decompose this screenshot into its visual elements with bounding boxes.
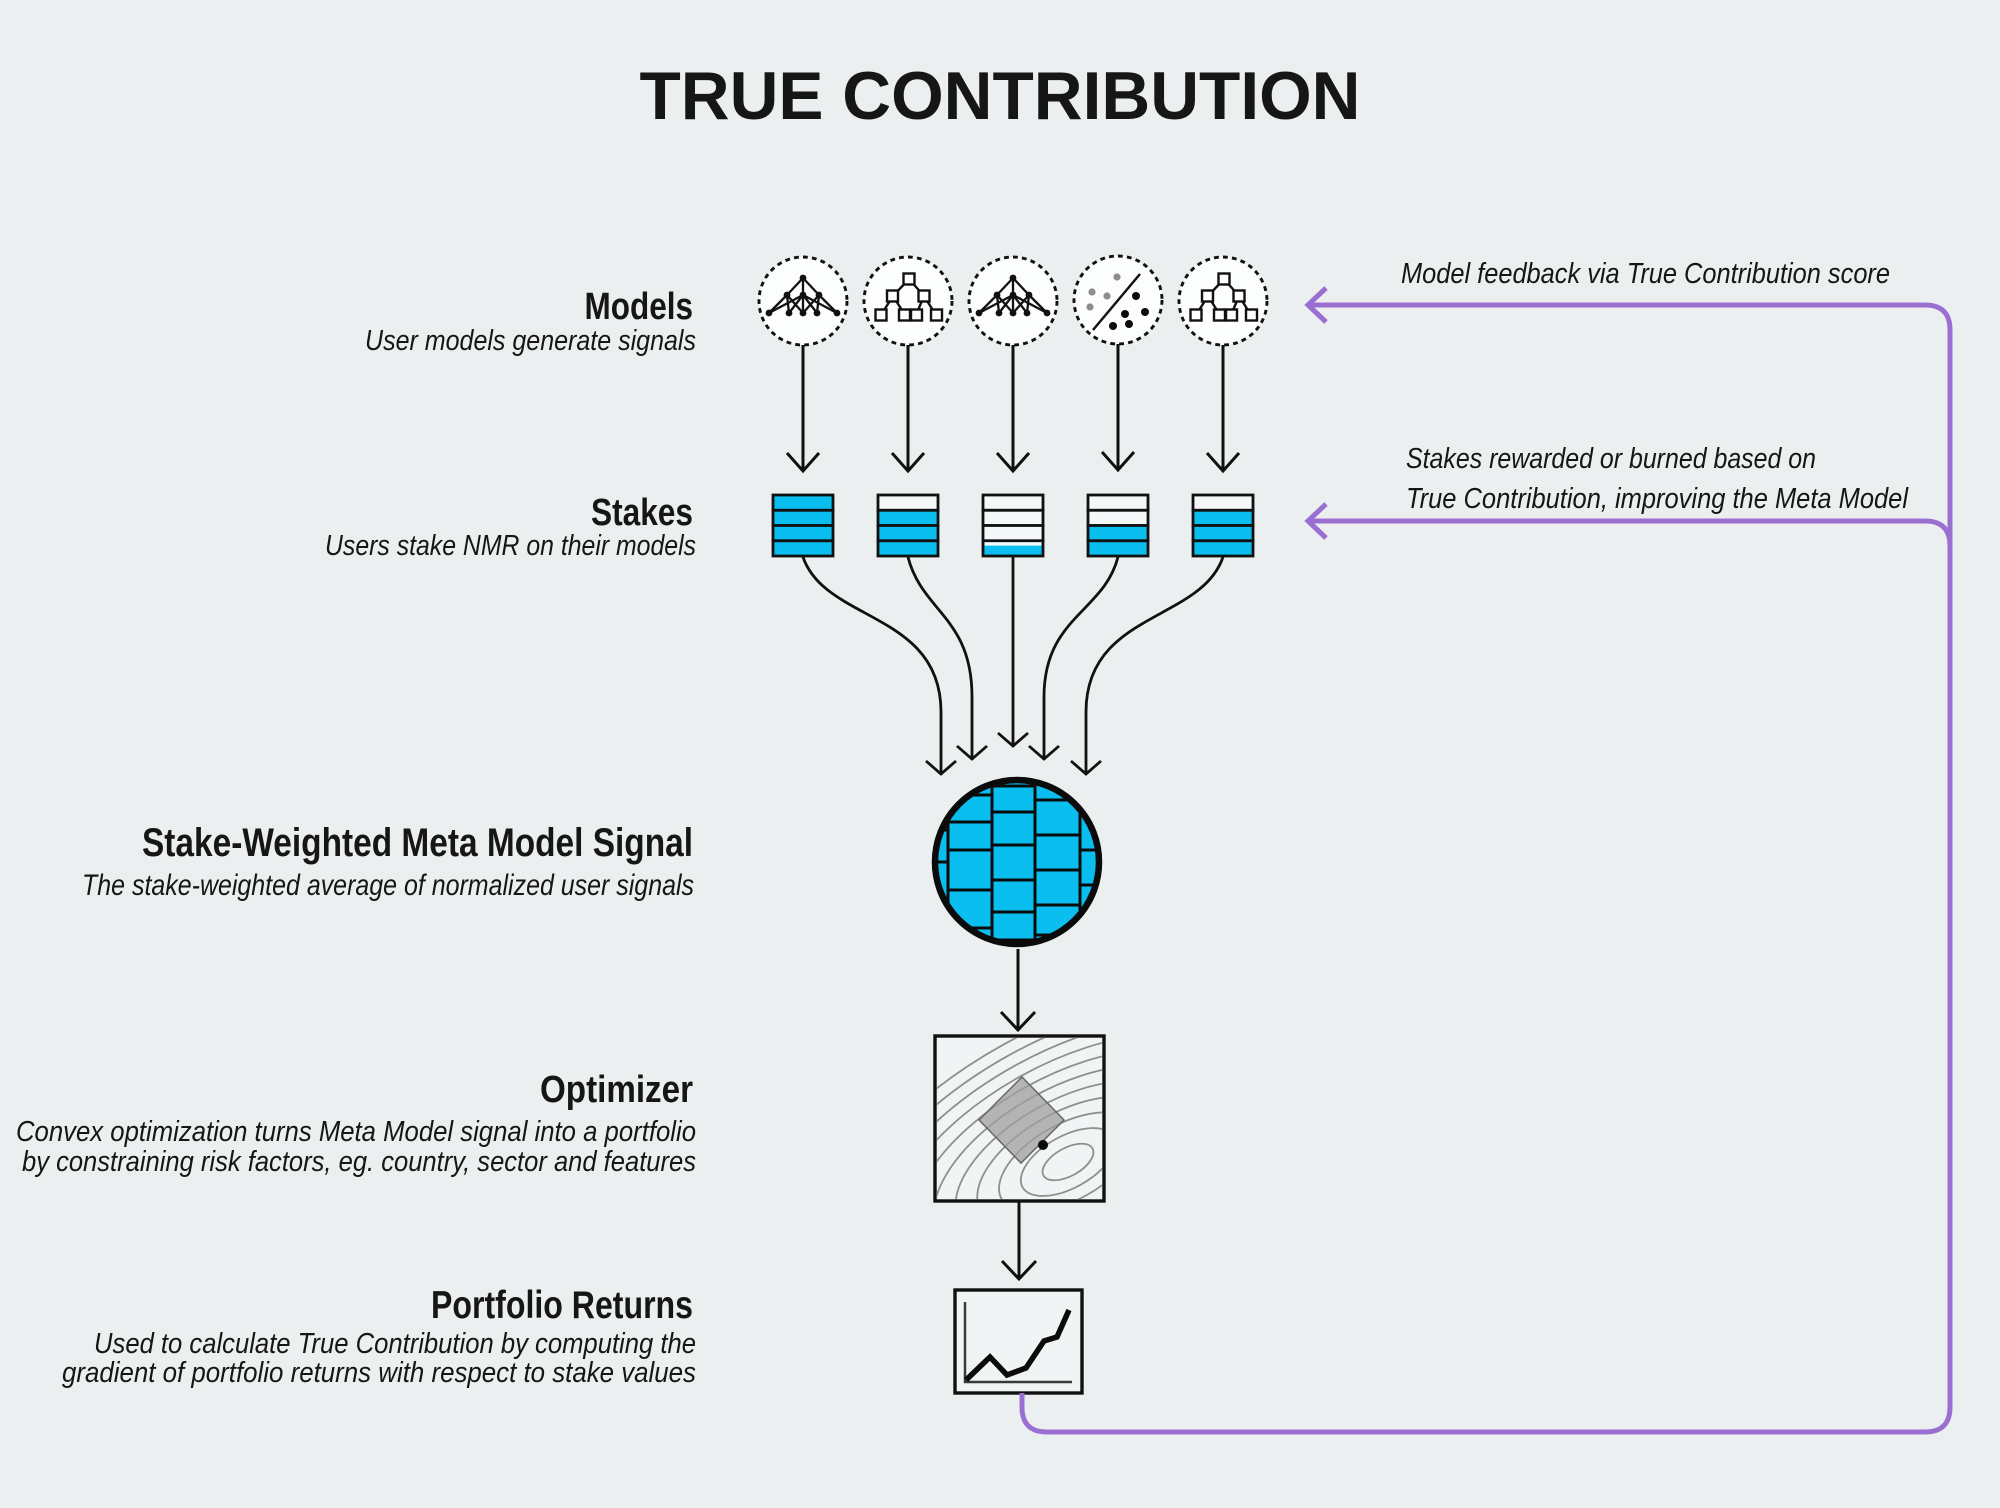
svg-text:Convex optimization turns Meta: Convex optimization turns Meta Model sig…	[16, 1116, 696, 1148]
svg-text:Models: Models	[585, 286, 694, 328]
svg-text:by constraining risk factors,: by constraining risk factors, eg. countr…	[22, 1146, 696, 1178]
svg-text:Stakes rewarded or burned base: Stakes rewarded or burned based on	[1406, 443, 1816, 475]
svg-text:Optimizer: Optimizer	[540, 1069, 693, 1111]
svg-text:Portfolio Returns: Portfolio Returns	[431, 1284, 693, 1327]
svg-text:Used to calculate True Contrib: Used to calculate True Contribution by c…	[94, 1328, 696, 1360]
svg-text:gradient of portfolio returns: gradient of portfolio returns with respe…	[62, 1357, 696, 1389]
svg-text:The stake-weighted average of: The stake-weighted average of normalized…	[82, 869, 694, 902]
svg-text:Users stake NMR on their model: Users stake NMR on their models	[325, 530, 696, 562]
svg-text:Stakes: Stakes	[591, 492, 693, 534]
svg-text:Model feedback via True Contri: Model feedback via True Contribution sco…	[1401, 258, 1890, 290]
svg-text:TRUE CONTRIBUTION: TRUE CONTRIBUTION	[640, 58, 1361, 134]
svg-text:True Contribution, improving t: True Contribution, improving the Meta Mo…	[1406, 483, 1909, 515]
svg-text:User models generate signals: User models generate signals	[365, 325, 696, 357]
svg-text:Stake-Weighted Meta Model Sign: Stake-Weighted Meta Model Signal	[142, 821, 693, 865]
